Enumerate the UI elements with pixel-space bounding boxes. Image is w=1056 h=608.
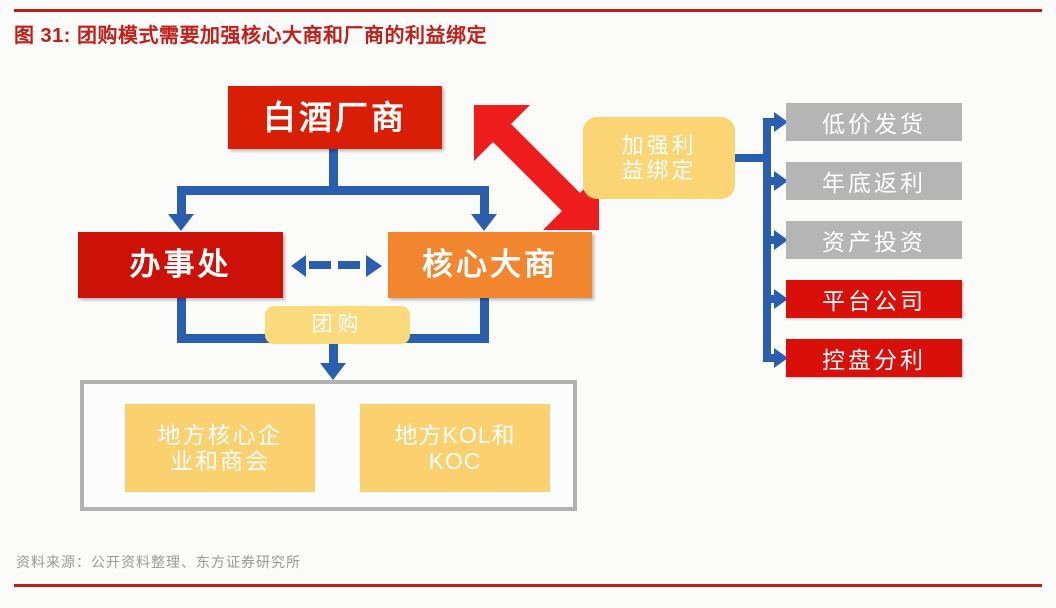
branch-line-5 [763,354,778,362]
node-group-buying[interactable]: 团购 [265,306,410,344]
arrow-core-right-icon [366,255,382,277]
measure-item-asset-investment[interactable]: 资产投资 [786,221,962,259]
arrow-office-left-icon [291,255,306,277]
local-kol-label-line1: 地方KOL和 [394,421,516,448]
arrow-to-local-panel-icon [320,363,346,380]
branch-line-1 [763,118,778,126]
node-local-kol-koc[interactable]: 地方KOL和 KOC [360,404,550,492]
branch-arrow-1-icon [774,112,788,132]
connector-core-down [480,298,489,343]
binding-label-line1: 加强利 [621,132,697,158]
dash-seg-1 [309,261,331,269]
node-core-distributor[interactable]: 核心大商 [388,232,592,298]
node-local-core-enterprises[interactable]: 地方核心企 业和商会 [125,404,315,492]
page-title: 图 31: 团购模式需要加强核心大商和厂商的利益绑定 [14,25,488,47]
local-core-label-line2: 业和商会 [170,448,270,474]
branch-line-2 [763,177,778,185]
branch-arrow-5-icon [774,348,788,368]
node-baijiu-manufacturer[interactable]: 白酒厂商 [228,86,442,149]
measure-item-control-profit-share[interactable]: 控盘分利 [786,339,962,377]
branch-arrow-4-icon [774,289,788,309]
branch-arrow-3-icon [774,230,788,250]
red-double-arrow-icon [474,105,599,230]
node-office[interactable]: 办事处 [78,232,283,298]
connector-to-local-stem [329,334,338,366]
source-note: 资料来源：公开资料整理、东方证券研究所 [16,554,301,570]
header-divider [14,9,1042,12]
connector-factory-stem [329,149,338,193]
connector-left-drop [177,186,186,217]
binding-label-line2: 益绑定 [621,158,697,183]
measure-item-year-end-rebate[interactable]: 年底返利 [786,162,962,200]
connector-horizontal-bus [177,186,489,195]
footer-divider [14,584,1042,587]
connector-binding-out [735,154,771,162]
measure-item-platform-company[interactable]: 平台公司 [786,280,962,318]
measure-item-low-price-shipping[interactable]: 低价发货 [786,103,962,141]
connector-right-drop [480,186,489,217]
node-strengthen-binding[interactable]: 加强利 益绑定 [583,117,735,199]
arrow-to-core-dist-icon [471,214,497,231]
arrow-to-office-icon [168,214,194,231]
branch-arrow-2-icon [774,171,788,191]
connector-office-down [177,298,186,343]
local-core-label-line1: 地方核心企 [157,421,283,448]
branch-line-4 [763,295,778,303]
dash-seg-2 [338,261,360,269]
branch-line-3 [763,236,778,244]
local-kol-label-line2: KOC [428,448,482,474]
